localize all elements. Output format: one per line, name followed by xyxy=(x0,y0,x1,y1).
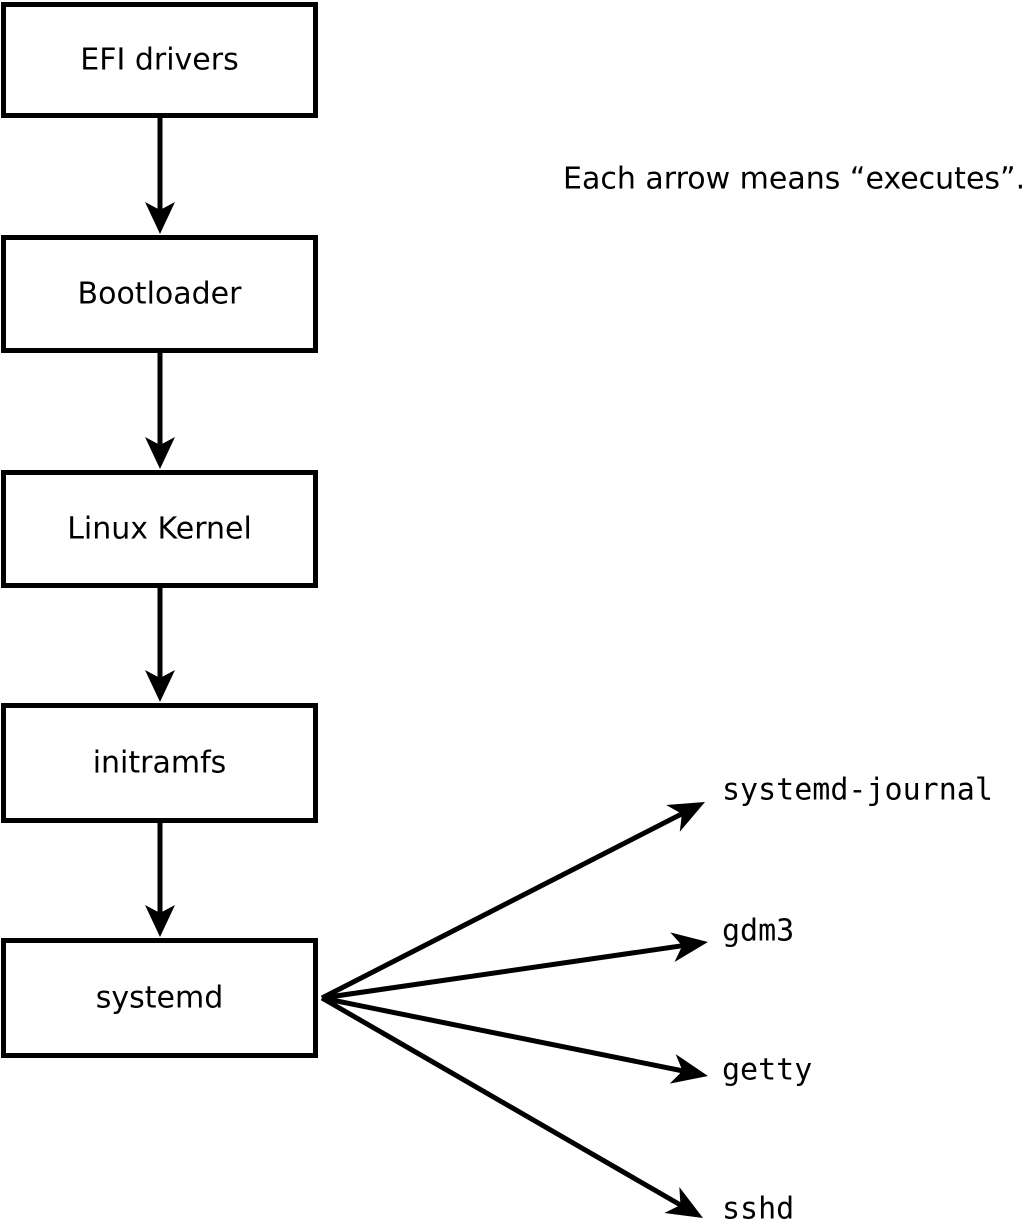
arrow-bootloader-to-linux-kernel xyxy=(145,353,175,469)
arrow-head xyxy=(145,437,175,469)
arrow-systemd-to-getty xyxy=(321,995,708,1084)
node-efi-drivers[interactable]: EFI drivers xyxy=(1,2,318,118)
node-systemd[interactable]: systemd xyxy=(1,938,318,1058)
node-linux-kernel[interactable]: Linux Kernel xyxy=(1,470,318,588)
node-box-initramfs xyxy=(1,703,318,823)
arrow-head xyxy=(670,932,708,963)
arrow-head xyxy=(145,905,175,937)
arrow-head xyxy=(145,202,175,234)
service-label-sshd: sshd xyxy=(722,1192,794,1227)
service-labels: systemd-journal gdm3 getty sshd xyxy=(722,773,993,1227)
arrow-systemd-to-sshd xyxy=(320,995,703,1218)
arrow-head xyxy=(664,1187,703,1218)
node-box-systemd xyxy=(1,938,318,1058)
arrow-stem xyxy=(321,995,685,1074)
legend-caption: Each arrow means “executes”. xyxy=(563,162,1023,197)
arrow-head xyxy=(145,670,175,702)
arrow-head xyxy=(669,1054,708,1084)
node-label-systemd: systemd xyxy=(96,981,224,1016)
arrow-stem xyxy=(321,942,685,1001)
node-box-bootloader xyxy=(1,235,318,353)
arrow-stem xyxy=(320,810,685,1001)
node-label-efi-drivers: EFI drivers xyxy=(80,43,238,78)
node-label-bootloader: Bootloader xyxy=(78,277,243,312)
service-label-getty: getty xyxy=(722,1053,812,1088)
arrow-initramfs-to-systemd xyxy=(145,823,175,937)
arrow-stem xyxy=(320,995,684,1209)
node-initramfs[interactable]: initramfs xyxy=(1,703,318,823)
arrow-systemd-to-systemd-journal xyxy=(320,802,705,1001)
service-label-gdm3: gdm3 xyxy=(722,914,794,949)
node-label-initramfs: initramfs xyxy=(93,746,227,781)
node-box-linux-kernel xyxy=(1,470,318,588)
arrow-head xyxy=(666,802,705,832)
service-label-systemd-journal: systemd-journal xyxy=(722,773,993,808)
arrow-linux-kernel-to-initramfs xyxy=(145,588,175,702)
node-bootloader[interactable]: Bootloader xyxy=(1,235,318,353)
node-box-efi-drivers xyxy=(1,2,318,118)
arrow-efi-drivers-to-bootloader xyxy=(145,118,175,234)
arrow-systemd-to-gdm3 xyxy=(321,932,708,1001)
service-fanout-edges xyxy=(320,802,708,1218)
boot-chain-edges xyxy=(145,118,175,937)
node-label-linux-kernel: Linux Kernel xyxy=(67,512,252,547)
